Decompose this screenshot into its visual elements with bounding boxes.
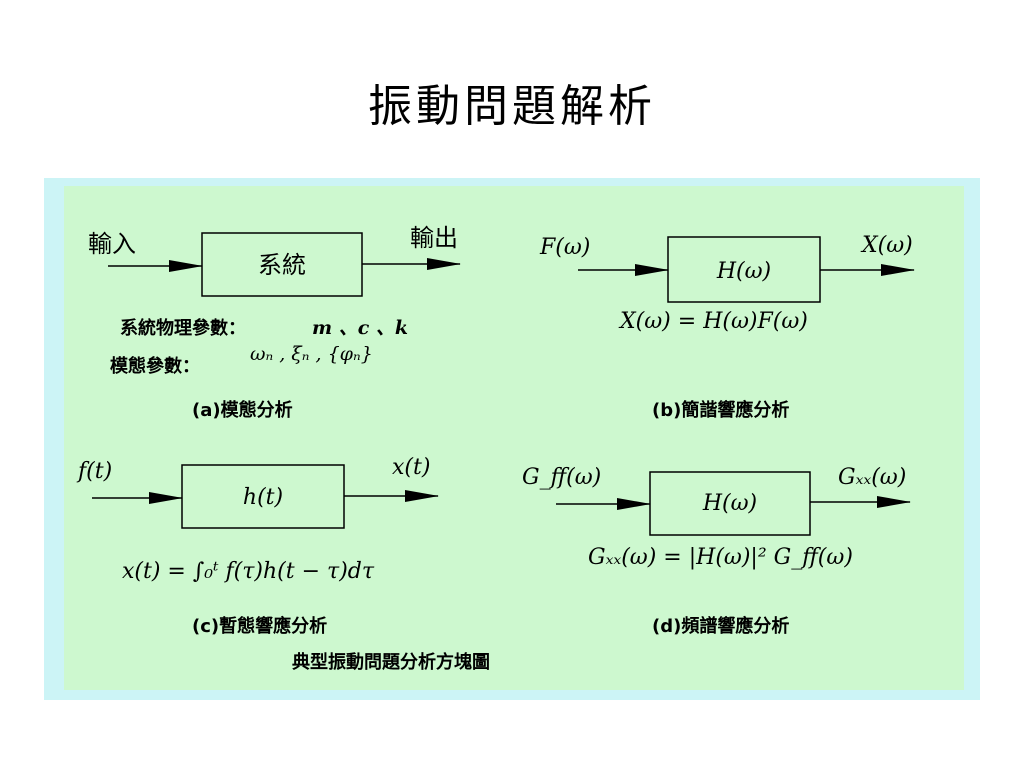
panel-d-equation: Gₓₓ(ω) = |H(ω)|² G_ff(ω) (588, 545, 853, 570)
panel-b-equation: X(ω) = H(ω)F(ω) (618, 309, 808, 334)
panel-d-box-label: H(ω) (702, 491, 757, 516)
panel-d-spectral-response: G_ff(ω) H(ω) Gₓₓ(ω) Gₓₓ(ω) = |H(ω)|² G_f… (522, 465, 911, 637)
panel-d-input-label: G_ff(ω) (522, 465, 601, 490)
panel-a-caption: (a)模態分析 (192, 399, 293, 421)
panel-a-params-values: m 、c 、k (312, 317, 408, 339)
panel-b-output-label: X(ω) (860, 233, 913, 258)
slide-title: 振動問題解析 (368, 81, 656, 132)
panel-d-transfer-box (649, 471, 811, 536)
panel-c-equation: x(t) = ∫₀ᵗ f(τ)h(t − τ)dτ (122, 559, 375, 584)
panel-a-input-label: 輸入 (88, 230, 136, 258)
figure-panel (64, 186, 964, 690)
figure-caption: 典型振動問題分析方塊圖 (292, 651, 490, 673)
panel-a-box-label: 系統 (258, 251, 306, 279)
panel-b-caption: (b)簡諧響應分析 (652, 399, 789, 421)
panel-d-caption: (d)頻譜響應分析 (652, 615, 789, 637)
panel-a-modal-values: ωₙ , ξₙ , {φₙ} (250, 343, 373, 365)
panel-a-params-label: 系統物理參數： (120, 317, 246, 339)
panel-c-box-label: h(t) (243, 485, 283, 510)
panel-c-output-label: x(t) (392, 455, 430, 480)
panel-c-caption: (c)暫態響應分析 (192, 615, 327, 637)
panel-c-input-label: f(t) (76, 459, 112, 484)
panel-a-output-label: 輸出 (410, 224, 458, 252)
panel-c-transient-response: f(t) h(t) x(t) x(t) = ∫₀ᵗ f(τ)h(t − τ)dτ… (76, 455, 439, 637)
panel-a-modal-analysis: 輸入 系統 輸出 系統物理參數： m 、c 、k 模態參數： ωₙ , ξₙ ,… (88, 224, 461, 421)
panel-d-output-label: Gₓₓ(ω) (838, 465, 906, 490)
panel-b-input-label: F(ω) (539, 235, 590, 260)
panel-b-harmonic-response: F(ω) H(ω) X(ω) X(ω) = H(ω)F(ω) (b)簡諧響應分析 (539, 233, 915, 421)
panel-b-box-label: H(ω) (716, 259, 771, 284)
panel-a-modal-label: 模態參數： (110, 355, 200, 377)
